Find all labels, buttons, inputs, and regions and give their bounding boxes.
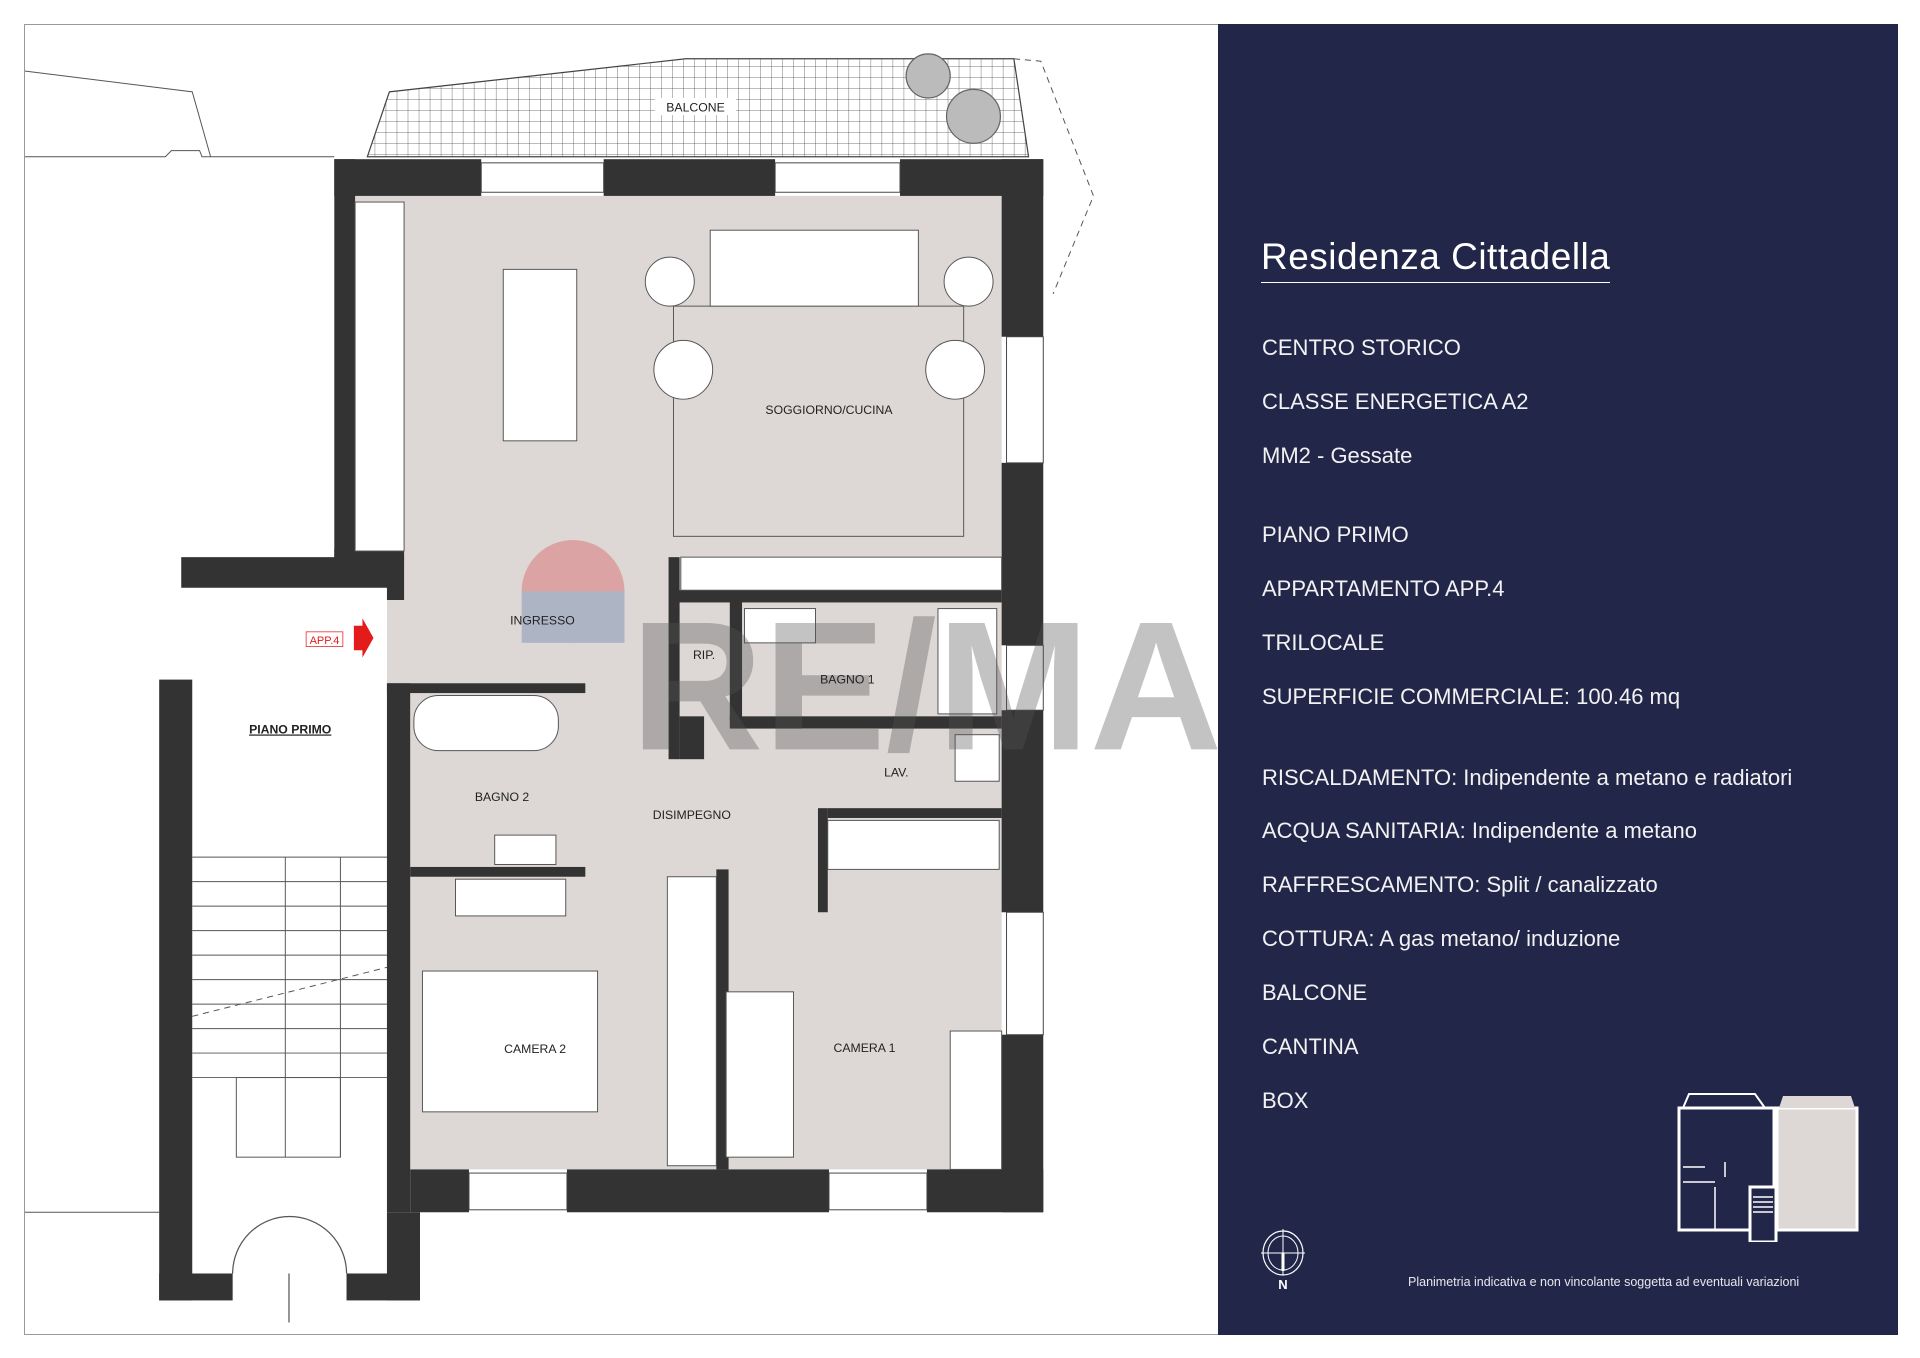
feature-item: SUPERFICIE COMMERCIALE: 100.46 mq: [1262, 684, 1681, 709]
room-label-balcone: BALCONE: [666, 100, 724, 114]
room-label-soggiorno: SOGGIORNO/CUCINA: [765, 403, 893, 417]
property-title: Residenza Cittadella: [1261, 236, 1611, 283]
north-compass-icon: N: [1261, 1229, 1305, 1292]
feature-item: TRILOCALE: [1262, 630, 1385, 655]
walls: [159, 159, 1044, 1301]
staircase: [192, 587, 388, 1323]
room-label-lav: LAV.: [884, 765, 909, 779]
feature-item: RAFFRESCAMENTO: Split / canalizzato: [1262, 872, 1658, 897]
feature-item: BALCONE: [1262, 980, 1368, 1005]
room-label-rip: RIP.: [693, 648, 715, 662]
feature-item: BOX: [1262, 1088, 1309, 1113]
feature-item: RISCALDAMENTO: Indipendente a metano e r…: [1262, 765, 1793, 790]
feature-item: CLASSE ENERGETICA A2: [1262, 389, 1529, 414]
building-key-plan: [1677, 1093, 1859, 1242]
floor-label: PIANO PRIMO: [249, 722, 331, 736]
info-panel: Residenza Cittadella CENTRO STORICO CLAS…: [1218, 24, 1898, 1335]
feature-item: ACQUA SANITARIA: Indipendente a metano: [1262, 818, 1697, 843]
room-label-disimpegno: DISIMPEGNO: [653, 808, 731, 822]
feature-item: PIANO PRIMO: [1262, 522, 1409, 547]
compass-label: N: [1278, 1277, 1287, 1292]
disclaimer: Planimetria indicativa e non vincolante …: [1408, 1275, 1800, 1289]
adjacent-building: [24, 70, 335, 1213]
apartment-tag: APP.4: [310, 635, 340, 647]
feature-item: CANTINA: [1262, 1034, 1359, 1059]
room-label-camera2: CAMERA 2: [504, 1042, 566, 1056]
feature-item: MM2 - Gessate: [1262, 443, 1413, 468]
entrance-arrow-icon: [353, 618, 374, 658]
room-label-camera1: CAMERA 1: [834, 1041, 896, 1055]
feature-item: CENTRO STORICO: [1262, 335, 1461, 360]
furniture: [354, 201, 1003, 1170]
room-label-bagno2: BAGNO 2: [475, 790, 530, 804]
feature-item: COTTURA: A gas metano/ induzione: [1262, 926, 1621, 951]
windows: [468, 162, 1044, 1211]
room-label-ingresso: INGRESSO: [510, 613, 575, 627]
feature-item: APPARTAMENTO APP.4: [1262, 576, 1505, 601]
room-label-bagno1: BAGNO 1: [820, 672, 875, 686]
